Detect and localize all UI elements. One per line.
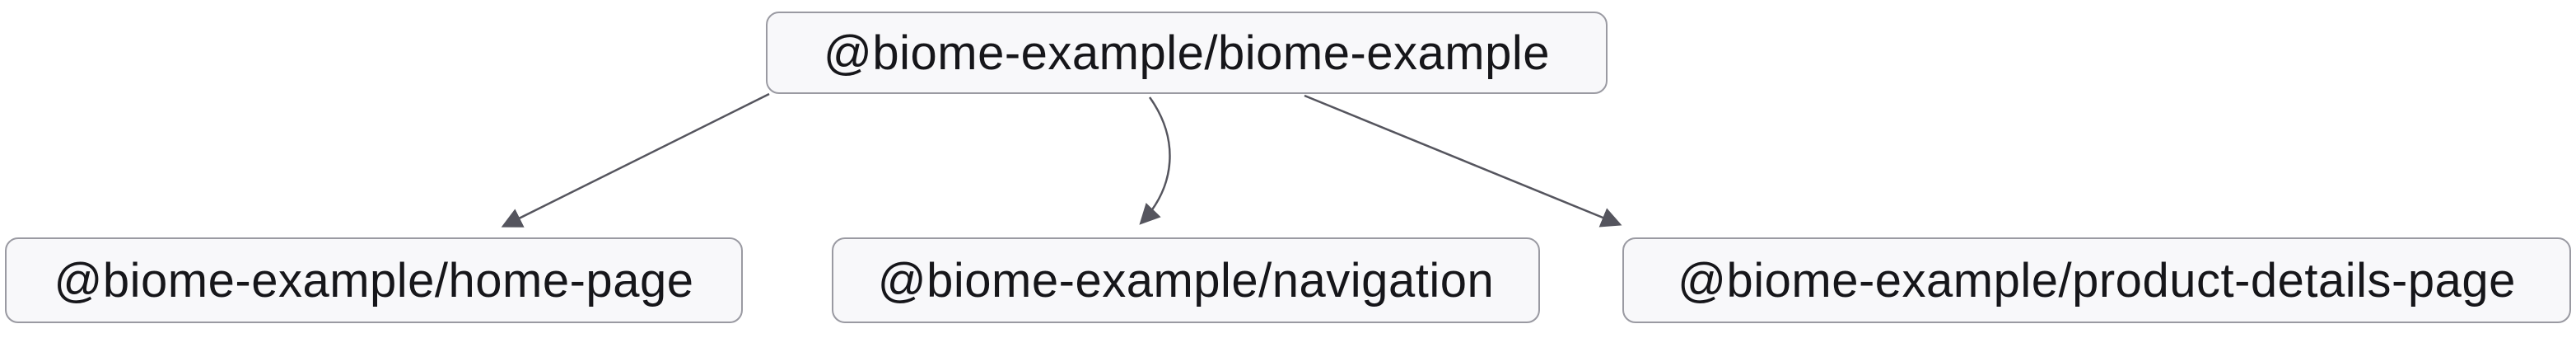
edge-root-to-product-details-page: [1304, 94, 1622, 228]
node-label: @biome-example/home-page: [54, 253, 694, 307]
node-label: @biome-example/navigation: [877, 253, 1495, 307]
node-label: @biome-example/product-details-page: [1678, 253, 2516, 307]
node-biome-example[interactable]: @biome-example/biome-example: [766, 12, 1608, 94]
edge-root-to-navigation: [1139, 96, 1171, 225]
node-label: @biome-example/biome-example: [823, 26, 1551, 80]
node-home-page[interactable]: @biome-example/home-page: [5, 237, 743, 323]
node-navigation[interactable]: @biome-example/navigation: [832, 237, 1540, 323]
edge-root-to-home-page: [501, 92, 770, 228]
node-product-details-page[interactable]: @biome-example/product-details-page: [1622, 237, 2571, 323]
